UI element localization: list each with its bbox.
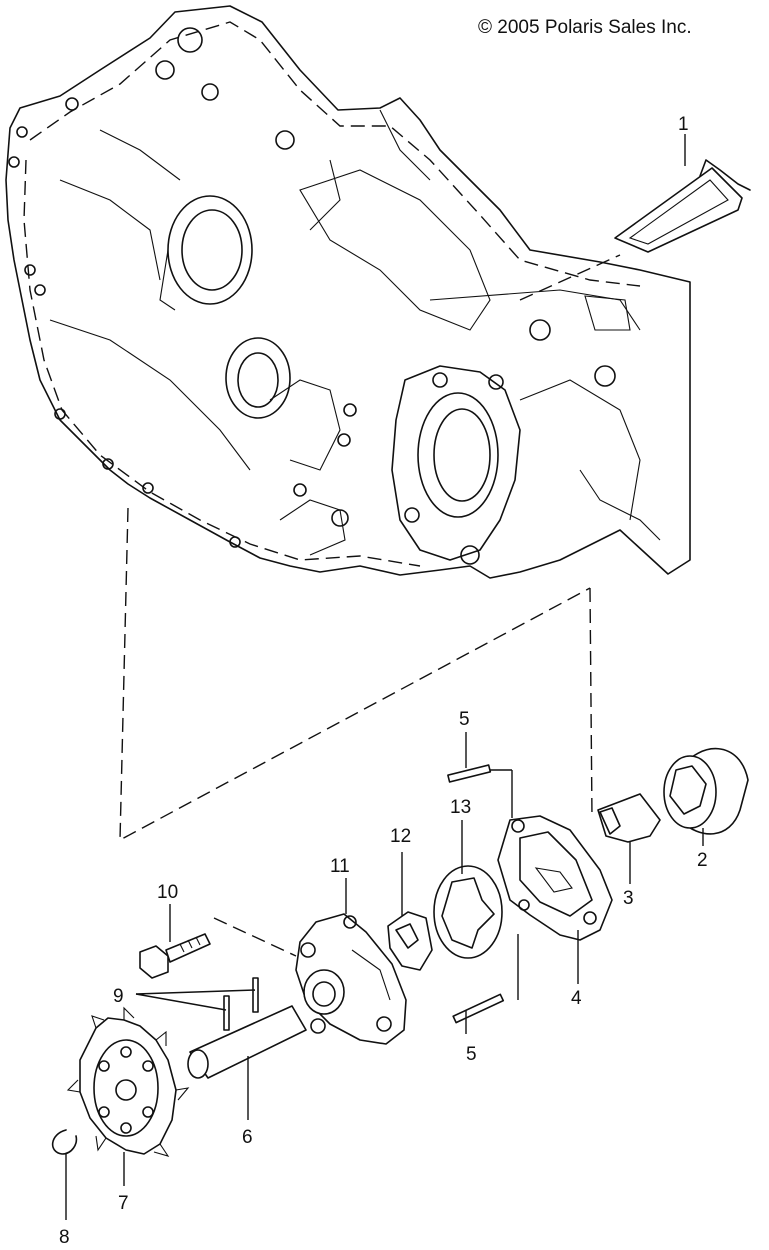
callout-7: 7 [118, 1193, 129, 1214]
leader-lines [65, 134, 704, 1220]
callout-5-top: 5 [459, 709, 470, 730]
part-1-screen [614, 159, 751, 253]
part-10-bolt [139, 933, 211, 979]
callout-1: 1 [678, 114, 689, 135]
part-3-inner-rotor [597, 793, 661, 843]
part-12-inner-rotor [387, 911, 433, 971]
callout-4: 4 [571, 988, 582, 1009]
part-13-outer-rotor [433, 865, 503, 959]
callout-12: 12 [390, 826, 411, 847]
part-5-dowel-pin-bottom [452, 993, 505, 1024]
copyright-notice: © 2005 Polaris Sales Inc. [478, 17, 692, 38]
callout-5-bottom: 5 [466, 1044, 477, 1065]
part-7-drive-gear [66, 1006, 190, 1157]
part-8-snap-ring [51, 1129, 78, 1155]
crankcase [5, 5, 691, 579]
callout-6: 6 [242, 1127, 253, 1148]
part-2-outer-rotor [663, 747, 749, 835]
part-4-pump-cover [497, 815, 613, 941]
callout-3: 3 [623, 888, 634, 909]
part-6-shaft [187, 1005, 307, 1079]
alignment-line-left [119, 507, 591, 842]
part-9-pins [223, 977, 259, 1031]
callouts: 1 2 3 4 5 5 6 7 8 9 10 11 12 13 [59, 114, 708, 1248]
callout-11: 11 [330, 856, 350, 877]
part-11-pump-body [295, 913, 407, 1045]
callout-13: 13 [450, 797, 471, 818]
callout-8: 8 [59, 1227, 70, 1245]
part-5-dowel-pin-top [447, 764, 492, 783]
callout-2: 2 [697, 850, 708, 871]
alignment-line-right [589, 587, 593, 819]
callout-9: 9 [113, 986, 124, 1007]
callout-10: 10 [157, 882, 178, 903]
